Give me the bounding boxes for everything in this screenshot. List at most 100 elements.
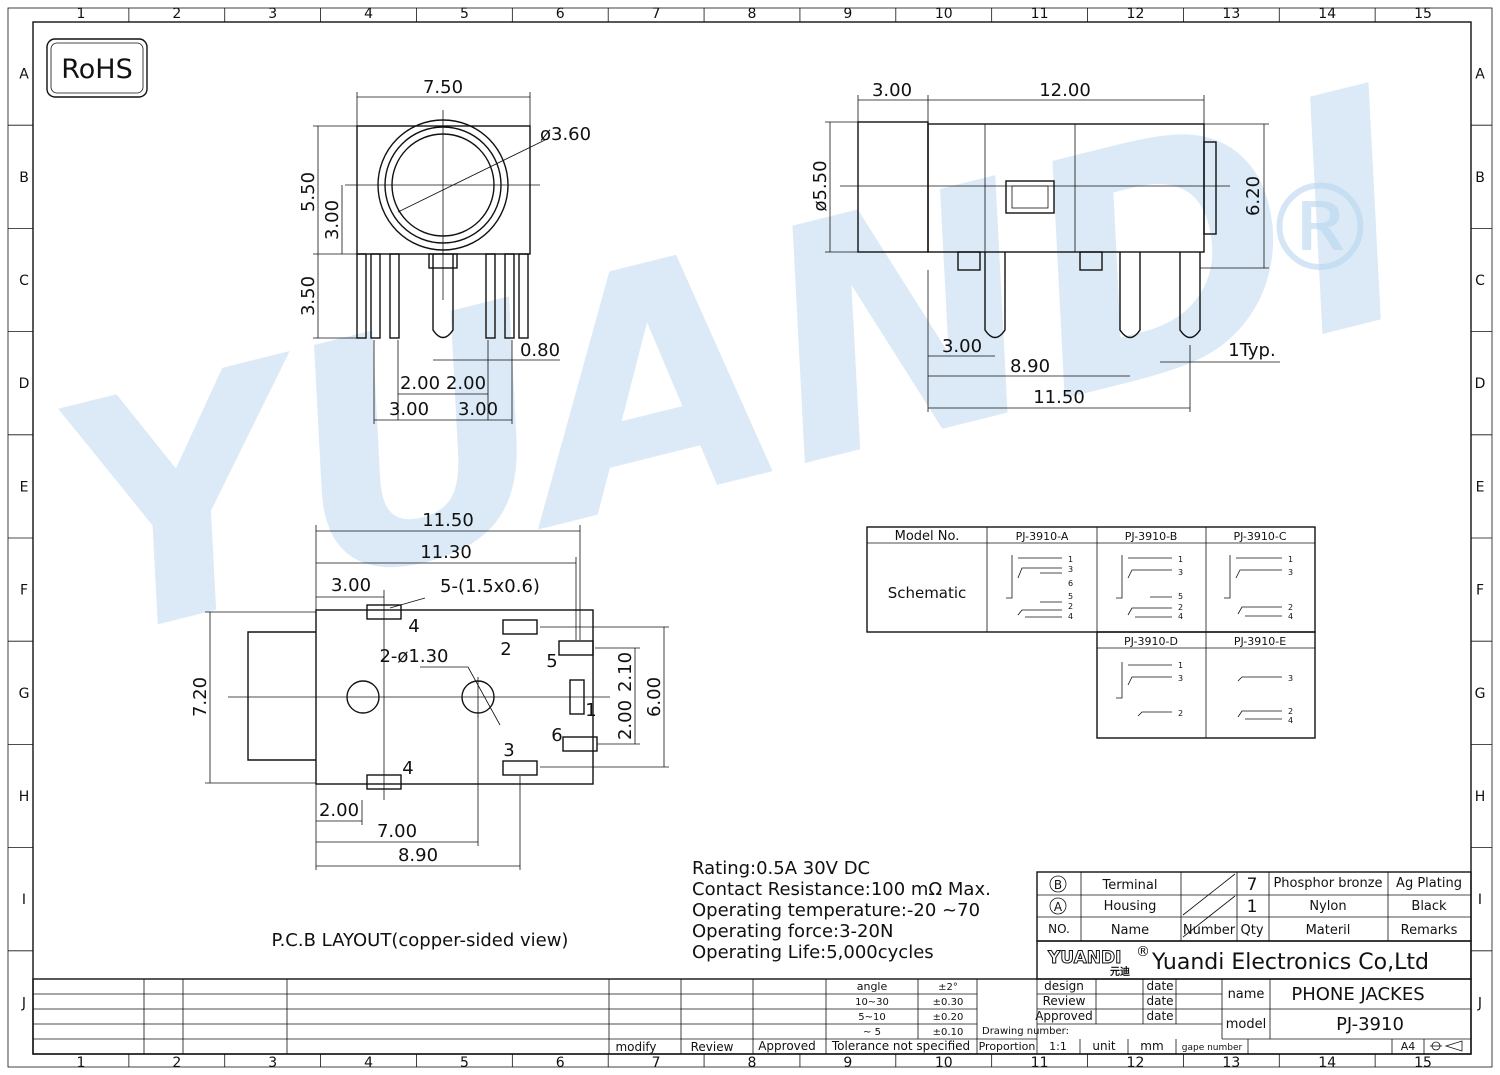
svg-text:2.00: 2.00: [615, 700, 636, 740]
svg-text:2.00: 2.00: [400, 373, 440, 394]
svg-text:A: A: [1054, 900, 1063, 914]
grid-col-label: 1: [76, 1055, 85, 1071]
grid-row-label: F: [1476, 583, 1484, 599]
svg-text:Nylon: Nylon: [1309, 899, 1346, 914]
svg-text:PHONE JACKES: PHONE JACKES: [1291, 984, 1424, 1005]
grid-row-label: D: [19, 376, 30, 392]
svg-text:Yuandi Electronics Co,Ltd: Yuandi Electronics Co,Ltd: [1151, 950, 1429, 975]
svg-text:3: 3: [1068, 565, 1073, 574]
svg-text:±0.10: ±0.10: [933, 1027, 964, 1038]
svg-text:1:1: 1:1: [1049, 1040, 1067, 1053]
grid-col-label: 2: [172, 1055, 181, 1071]
grid-row-label: E: [20, 479, 29, 495]
svg-text:7: 7: [1247, 875, 1258, 895]
svg-text:7.00: 7.00: [377, 821, 417, 842]
grid-col-label: 7: [652, 1055, 661, 1071]
svg-text:Remarks: Remarks: [1401, 923, 1458, 938]
svg-text:8.90: 8.90: [398, 845, 438, 866]
svg-text:Review: Review: [1043, 994, 1086, 1008]
svg-text:±0.30: ±0.30: [933, 997, 964, 1008]
grid-col-label: 15: [1414, 1055, 1432, 1071]
svg-text:Rating:0.5A 30V DC: Rating:0.5A 30V DC: [692, 858, 870, 879]
grid-col-label: 2: [172, 6, 181, 22]
pcb-layout: 4 2 5 1 6 3 4 11.50 11.30 3.00 5-(1.5x0.…: [190, 510, 669, 951]
grid-row-label: G: [1475, 686, 1486, 702]
svg-text:12.00: 12.00: [1039, 80, 1091, 101]
svg-text:PJ-3910: PJ-3910: [1336, 1014, 1404, 1035]
svg-text:6: 6: [551, 725, 562, 746]
svg-text:1: 1: [1178, 555, 1183, 564]
grid-col-label: 3: [268, 6, 277, 22]
grid-col-label: 11: [1031, 6, 1049, 22]
svg-text:~ 5: ~ 5: [863, 1027, 881, 1038]
svg-text:Operating temperature:-20 ~7: Operating temperature:-20 ~70: [692, 900, 980, 921]
grid-col-label: 4: [364, 6, 373, 22]
svg-text:4: 4: [1288, 612, 1293, 621]
svg-text:11.30: 11.30: [420, 542, 472, 563]
grid-row-label: B: [1475, 170, 1485, 186]
svg-text:3.00: 3.00: [389, 399, 429, 420]
svg-text:gape number: gape number: [1182, 1043, 1243, 1053]
svg-text:7.20: 7.20: [190, 677, 211, 717]
svg-text:model: model: [1226, 1017, 1266, 1032]
svg-text:Review: Review: [691, 1040, 734, 1054]
svg-text:1: 1: [585, 700, 596, 721]
svg-text:3.00: 3.00: [322, 200, 343, 240]
svg-text:1: 1: [1068, 555, 1073, 564]
grid-row-label: A: [1475, 67, 1485, 83]
grid-col-label: 9: [843, 6, 852, 22]
svg-text:4: 4: [408, 616, 419, 637]
grid-col-label: 3: [268, 1055, 277, 1071]
grid-col-label: 14: [1318, 6, 1336, 22]
svg-text:B: B: [1054, 878, 1062, 892]
grid-col-label: 12: [1127, 1055, 1145, 1071]
svg-text:PJ-3910-E: PJ-3910-E: [1234, 635, 1286, 648]
svg-text:11.50: 11.50: [1033, 387, 1085, 408]
svg-text:Black: Black: [1411, 899, 1447, 914]
svg-text:Model No.: Model No.: [895, 529, 960, 544]
svg-text:7.50: 7.50: [423, 77, 463, 98]
svg-text:4: 4: [1288, 716, 1293, 725]
svg-text:2: 2: [1288, 603, 1293, 612]
svg-text:6: 6: [1068, 579, 1073, 588]
svg-text:Materil: Materil: [1306, 923, 1351, 938]
svg-text:angle: angle: [857, 980, 888, 993]
svg-text:Approved: Approved: [1035, 1009, 1093, 1023]
grid-col-label: 10: [935, 6, 953, 22]
grid-col-label: 6: [556, 6, 565, 22]
svg-text:Name: Name: [1111, 923, 1149, 938]
svg-text:PJ-3910-C: PJ-3910-C: [1233, 530, 1286, 543]
grid-row-label: C: [1475, 273, 1485, 289]
svg-text:YUANDI: YUANDI: [1047, 948, 1121, 968]
svg-text:1: 1: [1247, 897, 1258, 917]
svg-text:3: 3: [1178, 568, 1183, 577]
svg-text:PJ-3910-D: PJ-3910-D: [1124, 635, 1178, 648]
grid-row-label: D: [1475, 376, 1486, 392]
grid-col-label: 15: [1414, 6, 1432, 22]
frame-ticks: [8, 8, 1492, 1067]
grid-col-label: 13: [1222, 6, 1240, 22]
svg-text:0.80: 0.80: [520, 340, 560, 361]
frame-grid-labels: 1122334455667788991010111112121313141415…: [19, 6, 1486, 1071]
svg-text:3.00: 3.00: [458, 399, 498, 420]
svg-text:3.00: 3.00: [872, 80, 912, 101]
svg-text:Tolerance not specified: Tolerance not specified: [831, 1039, 970, 1053]
svg-text:Phosphor bronze: Phosphor bronze: [1273, 876, 1382, 891]
svg-text:NO.: NO.: [1048, 922, 1070, 936]
grid-col-label: 8: [748, 1055, 757, 1071]
svg-text:Operating Life:5,000cycles: Operating Life:5,000cycles: [692, 942, 934, 963]
svg-text:Terminal: Terminal: [1102, 878, 1158, 893]
svg-text:4: 4: [1068, 612, 1073, 621]
grid-row-label: C: [19, 273, 29, 289]
grid-col-label: 6: [556, 1055, 565, 1071]
svg-text:2: 2: [1068, 602, 1073, 611]
svg-text:A4: A4: [1401, 1040, 1416, 1053]
svg-text:ø3.60: ø3.60: [540, 124, 591, 145]
grid-row-label: A: [19, 67, 29, 83]
grid-row-label: B: [19, 170, 29, 186]
svg-text:Housing: Housing: [1104, 899, 1157, 914]
front-view: 7.50 ø3.60 5.50 3.00 3.50 0.80 2.00 2.00…: [298, 77, 591, 424]
svg-text:®: ®: [1136, 944, 1150, 960]
svg-text:2: 2: [1288, 707, 1293, 716]
